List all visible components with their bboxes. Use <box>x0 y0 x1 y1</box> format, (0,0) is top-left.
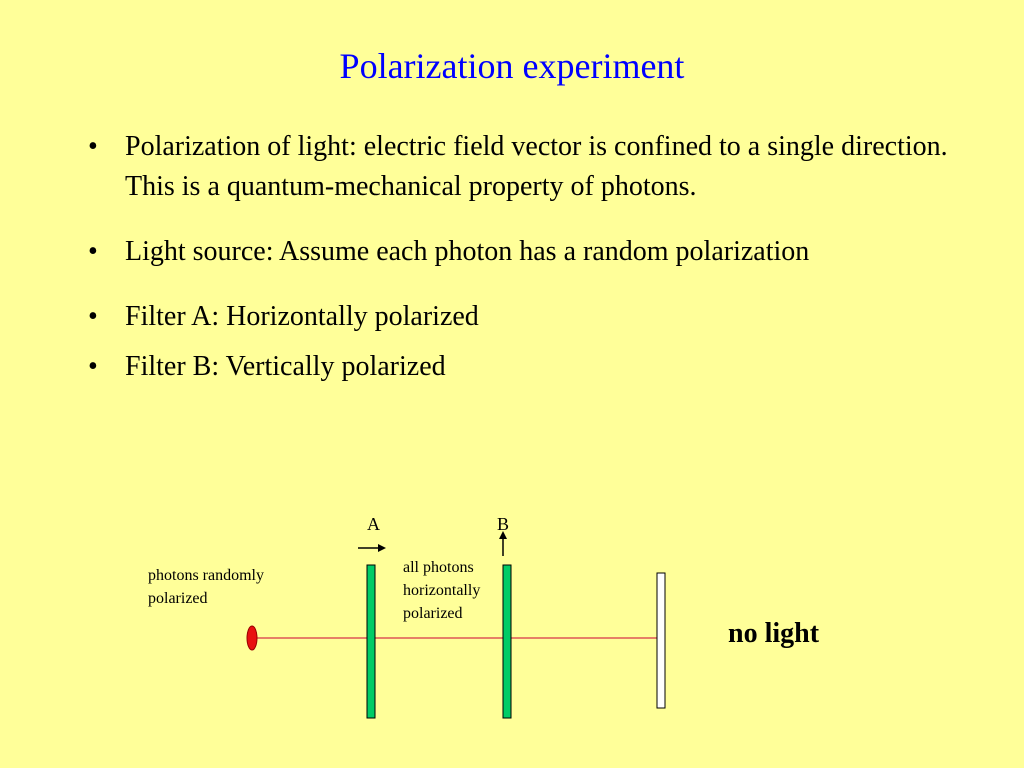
slide-title: Polarization experiment <box>339 46 685 86</box>
bullet-marker: • <box>88 131 98 162</box>
bullet-text: Light source: Assume each photon has a r… <box>125 236 810 267</box>
screen <box>656 572 666 709</box>
source-label: photons randomly polarized <box>148 567 264 607</box>
bullet-marker: • <box>88 301 98 332</box>
bullet-list: • Polarization of light: electric field … <box>88 127 958 387</box>
result-label: no light <box>728 618 820 649</box>
filter-a <box>366 564 376 719</box>
filter-b-label: B <box>497 514 510 534</box>
bullet-marker: • <box>88 351 98 382</box>
bullet-text: Filter B: Vertically polarized <box>125 351 446 382</box>
bullet-item: • Filter B: Vertically polarized <box>88 347 958 387</box>
bullet-item: • Filter A: Horizontally polarized <box>88 297 958 337</box>
bullet-text: Filter A: Horizontally polarized <box>125 301 479 332</box>
light-source <box>246 625 258 651</box>
filter-b <box>502 564 512 719</box>
bullet-item: • Light source: Assume each photon has a… <box>88 232 958 272</box>
bullet-item: • Polarization of light: electric field … <box>88 127 958 207</box>
filter-a-label: A <box>367 514 380 534</box>
bullet-marker: • <box>88 236 98 267</box>
after-filter-a-label: all photons horizontally polarized <box>403 559 481 622</box>
bullet-text: Polarization of light: electric field ve… <box>125 131 948 202</box>
